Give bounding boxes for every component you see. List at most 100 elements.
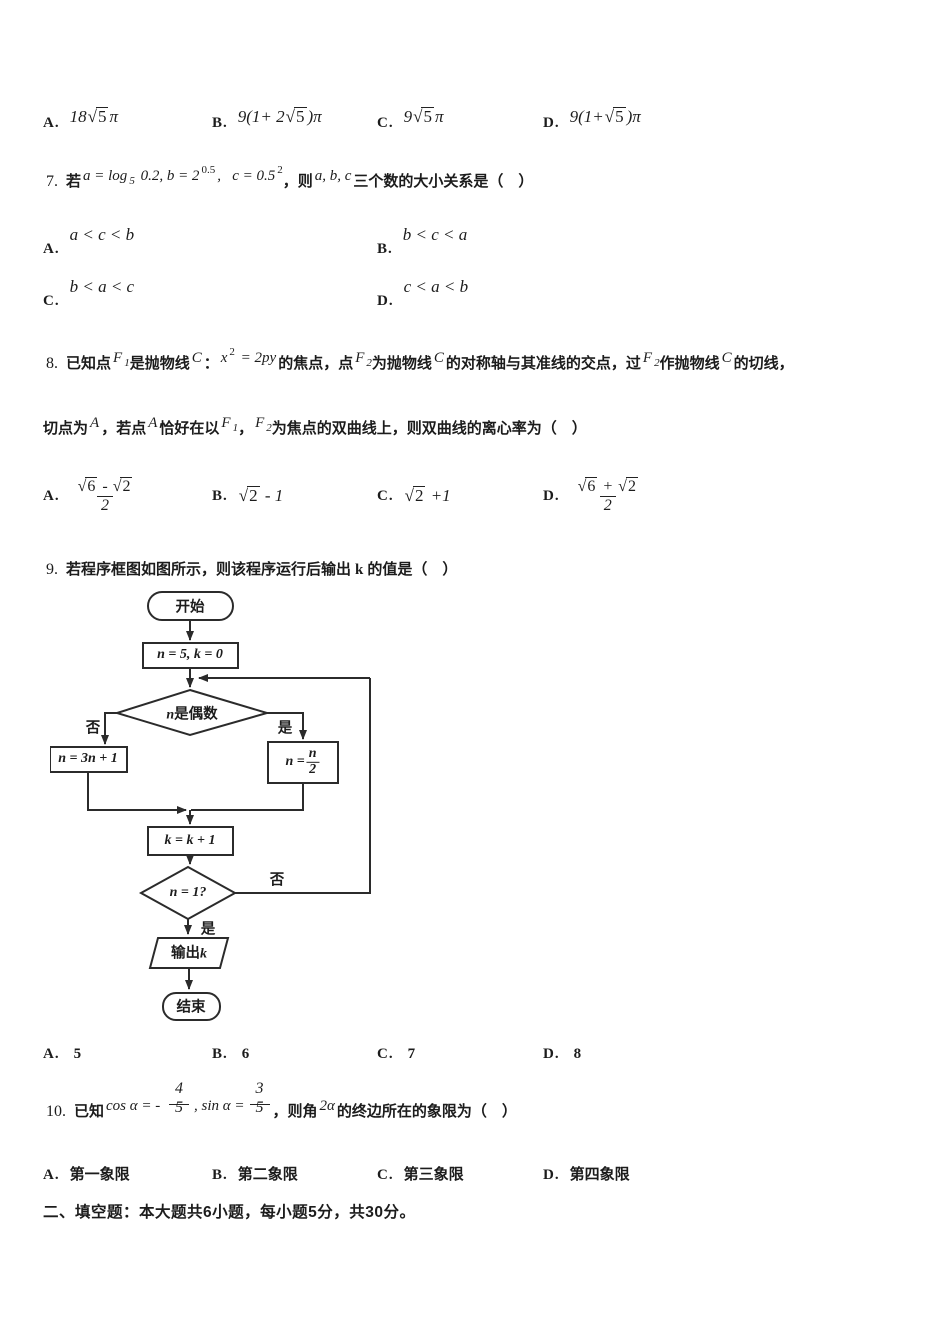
bold-text: 5 <box>73 1046 82 1062</box>
question-10-option-a: A. 第一象限 <box>43 1163 130 1184</box>
math-text: 4 <box>175 1080 184 1097</box>
question-7-options-row-1: A. a < c < b B. b < c < a <box>0 225 950 278</box>
math-text: 0.2, b = 2 <box>136 168 200 184</box>
option-formula: b < c < a <box>403 225 468 245</box>
question-10-option-b: B. 第二象限 <box>212 1163 298 1184</box>
radical-sign-icon: √ <box>238 486 249 505</box>
radical-sign-icon: √ <box>618 477 627 495</box>
math-text: )π <box>307 107 322 126</box>
radical: √5 <box>88 107 109 127</box>
flowchart-no-label: 否 <box>86 717 101 738</box>
question-7-options-row-2: C. b < a < c D. c < a < b <box>0 277 950 330</box>
radicand: 5 <box>294 107 307 126</box>
option-label: A. <box>43 115 60 131</box>
subscript: 1 <box>124 357 130 369</box>
option-label: B. <box>212 487 228 504</box>
math-text: 2α <box>319 1098 335 1115</box>
superscript: 2 <box>277 164 283 176</box>
math-text: π <box>434 107 444 126</box>
option-formula: 5 <box>70 1046 86 1063</box>
numerator: 3 <box>250 1080 270 1104</box>
math-text: F <box>355 350 365 366</box>
text: ： <box>203 355 219 372</box>
math-text: k = k + 1 <box>164 833 216 848</box>
bold-text: k <box>355 562 364 578</box>
text: 为焦点的双曲线上，则双曲线的离心率为（ ） <box>271 420 587 437</box>
subscript: 2 <box>654 357 660 369</box>
math-text: A <box>148 415 158 431</box>
flowchart-decision-even-label: n是偶数 <box>166 703 217 724</box>
math-text: n <box>166 707 175 723</box>
section-2-header: 二、填空题：本大题共6小题，每小题5分，共30分。 <box>43 1204 416 1221</box>
text: 第一象限 <box>69 1166 130 1183</box>
radicand: 2 <box>625 476 638 495</box>
text: 的值是（ ） <box>367 561 458 578</box>
text: 否 <box>85 720 101 737</box>
text: 的对称轴与其准线的交点，过 <box>445 355 641 372</box>
radical-sign-icon: √ <box>112 477 122 495</box>
radical-sign-icon: √ <box>285 107 295 126</box>
numerator: n <box>306 745 320 762</box>
text: 切点为 <box>43 420 89 437</box>
question-7-option-d: D. c < a < b <box>377 277 468 310</box>
denominator: 2 <box>97 496 114 515</box>
math-text: C <box>433 350 444 366</box>
math-text: n = <box>285 754 305 770</box>
bold-text: 7 <box>407 1046 416 1062</box>
math-text: 2 <box>101 497 110 514</box>
math-text: , sin α = <box>194 1098 245 1115</box>
radicand: 2 <box>247 486 260 505</box>
flowchart-merge-left-line <box>87 772 187 814</box>
question-7-option-b: B. b < c < a <box>377 225 467 258</box>
flowchart: 开始 n = 5, k = 0 n是偶数 否 是 n = 3n + 1 n =n… <box>50 588 390 1033</box>
option-label: A. <box>43 241 60 257</box>
bold-text: 8 <box>573 1046 582 1062</box>
option-label: D. <box>543 487 560 504</box>
math-text: 3 <box>255 1080 264 1097</box>
question-6-option-d: D. 9(1+√5)π <box>543 107 641 132</box>
radical: √2 <box>618 476 638 496</box>
text: 若 <box>66 173 82 190</box>
option-formula: b < a < c <box>70 277 135 297</box>
denominator: 5 <box>169 1099 190 1123</box>
option-label: C. <box>377 115 394 131</box>
math-text: a, b, c <box>314 168 352 184</box>
flowchart-yes-branch-line <box>267 712 307 740</box>
math-text: 9(1+ 2 <box>237 107 285 126</box>
text: ，则角 <box>272 1103 318 1121</box>
math-text: A <box>90 415 100 431</box>
option-label: C. <box>43 293 60 309</box>
math-text: F <box>642 350 653 366</box>
radicand: 5 <box>421 107 434 126</box>
radical: √5 <box>605 107 626 127</box>
question-10-option-d: D. 第四象限 <box>543 1163 630 1184</box>
text: 已知点 <box>66 355 112 372</box>
subscript: 5 <box>129 175 135 187</box>
flowchart-no2-label: 否 <box>270 869 285 890</box>
text: 的切线， <box>733 355 794 372</box>
question-9-option-b: B. 6 <box>212 1046 253 1063</box>
math-text: +1 <box>426 486 451 505</box>
math-text: F <box>221 415 231 431</box>
text: 输出 <box>171 945 200 962</box>
math-text: C <box>191 350 202 366</box>
math-text: n <box>308 745 317 761</box>
flowchart-init-label: n = 5, k = 0 <box>157 647 223 663</box>
option-formula: c < a < b <box>404 277 469 297</box>
math-text: n = 5, k = 0 <box>157 647 223 662</box>
radical-sign-icon: √ <box>577 477 587 495</box>
math-text: 2 <box>309 761 317 777</box>
math-text: F <box>255 415 265 431</box>
